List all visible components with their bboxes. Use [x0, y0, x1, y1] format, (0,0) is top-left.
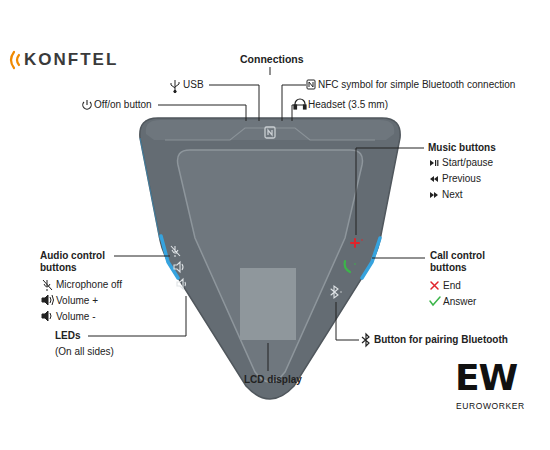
music-icons	[430, 160, 438, 198]
speakerphone-body	[146, 120, 394, 140]
call-icons	[430, 297, 440, 305]
speakerphone-body	[140, 138, 160, 240]
leader-lines	[372, 258, 425, 259]
bluetooth-icon	[362, 334, 369, 346]
part-note: (On all sides)	[55, 346, 114, 358]
brand-logo: KONFTEL	[24, 50, 118, 70]
nfc-icon	[309, 82, 313, 87]
part-label: Previous	[442, 173, 481, 185]
device-call-buttons	[331, 286, 338, 298]
audio-icons	[42, 311, 48, 321]
part-label: Headset (3.5 mm)	[308, 99, 388, 111]
logo-arcs	[17, 55, 19, 65]
leader-lines	[356, 148, 424, 235]
call-icons	[430, 282, 440, 305]
nfc-mark	[268, 130, 272, 135]
nfc-icon	[307, 80, 315, 89]
power-icon	[83, 100, 91, 109]
leader-lines	[114, 256, 170, 257]
speakerphone-body	[140, 118, 400, 399]
logo-arcs	[11, 52, 14, 68]
music-icons	[430, 160, 434, 166]
call-icons	[431, 282, 438, 289]
part-label: Start/pause	[442, 157, 493, 169]
usb-icon	[174, 90, 176, 92]
logo-arcs	[11, 52, 19, 68]
leader-lines	[158, 105, 246, 121]
part-label: Button for pairing Bluetooth	[374, 334, 508, 346]
part-label: Next	[442, 189, 463, 201]
group-heading: Call control buttons	[430, 250, 510, 274]
leader-lines	[209, 85, 259, 121]
device-audio-buttons	[174, 262, 183, 272]
leader-lines	[270, 67, 271, 75]
audio-icons	[50, 313, 51, 319]
bluetooth-icon	[362, 334, 369, 346]
audio-icons	[42, 295, 48, 305]
part-label: USB	[183, 79, 204, 91]
music-icons	[430, 176, 438, 182]
part-label: Answer	[443, 296, 476, 308]
nfc-mark	[265, 127, 275, 138]
usb-icon	[171, 80, 179, 91]
leader-lines	[88, 67, 425, 371]
device-call-buttons	[351, 239, 359, 247]
device-call-buttons	[345, 261, 350, 272]
device-audio-buttons	[177, 279, 186, 289]
part-label: Volume -	[56, 311, 95, 323]
nfc-mark	[265, 127, 275, 138]
group-heading: Music buttons	[428, 142, 496, 154]
leader-lines	[268, 343, 269, 371]
device-call-buttons	[354, 263, 356, 265]
leader-lines	[88, 296, 186, 336]
part-label: LEDs	[55, 330, 81, 342]
lcd-screen	[240, 268, 296, 340]
part-label: End	[443, 280, 461, 292]
device-audio-buttons	[171, 246, 186, 289]
speakerphone-body	[165, 128, 375, 140]
part-label: Microphone off	[56, 279, 122, 291]
group-heading: Audio control buttons	[40, 250, 120, 274]
part-label: Volume +	[56, 295, 98, 307]
audio-icons	[43, 280, 52, 291]
device-call-buttons	[340, 291, 341, 292]
part-label: NFC symbol for simple Bluetooth connecti…	[318, 79, 515, 91]
device-call-buttons	[331, 239, 363, 298]
device-audio-buttons	[171, 246, 180, 257]
headset-icon	[304, 105, 307, 109]
device-call-buttons	[361, 239, 363, 241]
headset-icon	[295, 99, 305, 108]
leader-lines	[336, 302, 359, 340]
part-label: Off/on button	[94, 99, 152, 111]
watermark-logo: EW	[455, 358, 517, 398]
speakerphone-body	[140, 118, 400, 399]
group-heading: Connections	[240, 53, 304, 65]
music-icons	[430, 192, 438, 198]
music-icons	[437, 160, 438, 166]
audio-icons	[50, 295, 54, 305]
headset-icon	[294, 105, 297, 109]
nfc-icon	[307, 80, 315, 89]
leader-lines	[282, 85, 306, 121]
usb-icon	[171, 80, 179, 93]
headset-icon	[294, 99, 306, 109]
leader-lines	[292, 105, 304, 121]
music-icons	[435, 160, 436, 166]
audio-icons	[42, 280, 54, 321]
part-label: LCD display	[244, 374, 302, 386]
power-icon	[86, 100, 87, 105]
watermark-text: EUROWORKER	[456, 401, 525, 411]
speakerphone-body	[178, 150, 363, 382]
